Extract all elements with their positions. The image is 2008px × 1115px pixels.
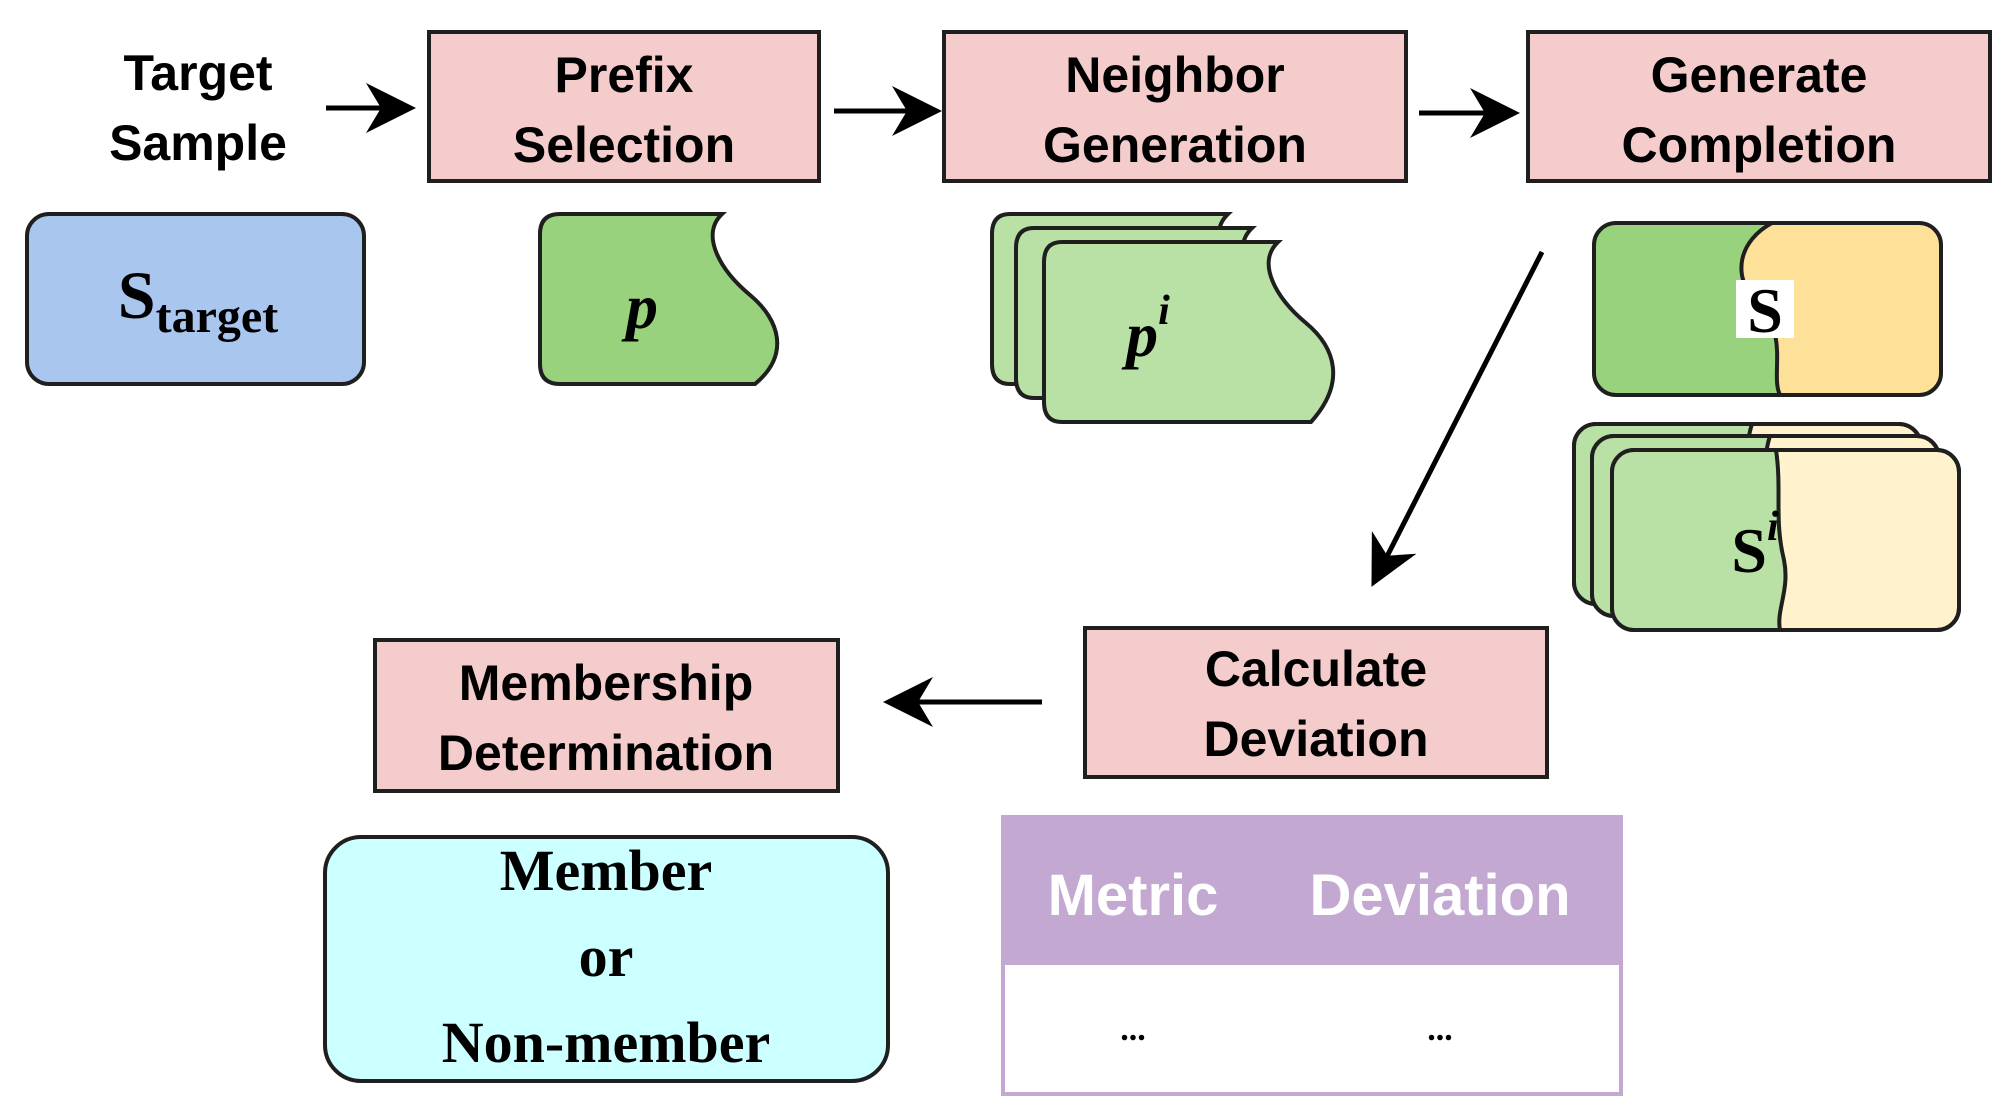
target-symbol-main: S <box>118 257 156 333</box>
completion-card-border <box>1592 221 1943 397</box>
membership-result-line2: or <box>579 924 634 989</box>
deviation-table-header <box>1003 817 1621 965</box>
target-sample-symbol: Starget <box>118 257 278 343</box>
neighbor-card-front <box>1042 240 1336 424</box>
calculate-deviation-box <box>1083 626 1549 779</box>
neighbor-generation-line2: Generation <box>1043 117 1307 173</box>
generate-completion-box <box>1526 30 1992 183</box>
target-sample-label-line2: Sample <box>109 115 287 171</box>
neighbor-completion-symbol-superscript: i <box>1767 504 1779 550</box>
neighbor-completion-card-front <box>1610 448 1961 632</box>
membership-result: Member or Non-member <box>323 835 890 1083</box>
deviation-table-header-deviation: Deviation <box>1309 863 1570 928</box>
neighbor-completion-symbol: Si <box>1731 504 1779 586</box>
arrow-down-left-icon <box>1371 250 1545 587</box>
generate-completion-line2: Completion <box>1622 117 1897 173</box>
neighbor-completion-cards: Si <box>1572 422 1961 632</box>
neighbor-generation-step: Neighbor Generation <box>942 30 1408 183</box>
membership-result-box <box>323 835 890 1083</box>
prefix-selection-line1: Prefix <box>555 47 694 103</box>
membership-determination-step: Membership Determination <box>373 638 840 793</box>
target-sample-label-line1: Target <box>123 45 272 101</box>
prefix-card: p <box>538 212 780 386</box>
calculate-deviation-line2: Deviation <box>1203 711 1428 767</box>
calculate-deviation-step: Calculate Deviation <box>1083 626 1549 779</box>
prefix-selection-box <box>427 30 821 183</box>
target-sample-box-shape <box>25 212 366 386</box>
completion-symbol: S <box>1747 275 1783 346</box>
neighbor-symbol-main: p <box>1121 299 1158 370</box>
deviation-table: Metric Deviation ... ... <box>1001 815 1623 1096</box>
deviation-table-cell-metric: ... <box>1120 1011 1146 1048</box>
target-symbol-subscript: target <box>156 290 279 343</box>
prefix-card-shape <box>538 212 780 386</box>
target-sample-label: Target Sample <box>109 45 287 171</box>
deviation-table-header-metric: Metric <box>1048 863 1219 928</box>
membership-determination-line2: Determination <box>438 725 774 781</box>
generate-completion-line1: Generate <box>1651 47 1868 103</box>
target-sample-box: Starget <box>25 212 366 386</box>
membership-determination-box <box>373 638 840 793</box>
neighbor-generation-line1: Neighbor <box>1065 47 1284 103</box>
deviation-table-cell-deviation: ... <box>1427 1011 1453 1048</box>
prefix-selection-line2: Selection <box>513 117 735 173</box>
neighbor-prefix-cards: pi <box>990 212 1336 424</box>
membership-determination-line1: Membership <box>459 655 754 711</box>
neighbor-symbol: pi <box>1121 288 1170 370</box>
completion-card: S <box>1592 221 1943 397</box>
neighbor-completion-symbol-main: S <box>1731 515 1767 586</box>
completion-symbol-bg <box>1736 280 1794 338</box>
calculate-deviation-line1: Calculate <box>1205 641 1427 697</box>
neighbor-generation-box <box>942 30 1408 183</box>
prefix-symbol: p <box>621 271 658 342</box>
prefix-selection-step: Prefix Selection <box>427 30 821 183</box>
completion-card-left <box>1594 223 1780 395</box>
membership-result-line3: Non-member <box>442 1010 771 1075</box>
neighbor-symbol-superscript: i <box>1158 288 1170 334</box>
membership-result-line1: Member <box>500 838 713 903</box>
generate-completion-step: Generate Completion <box>1526 30 1992 183</box>
deviation-table-border <box>1001 815 1623 1096</box>
